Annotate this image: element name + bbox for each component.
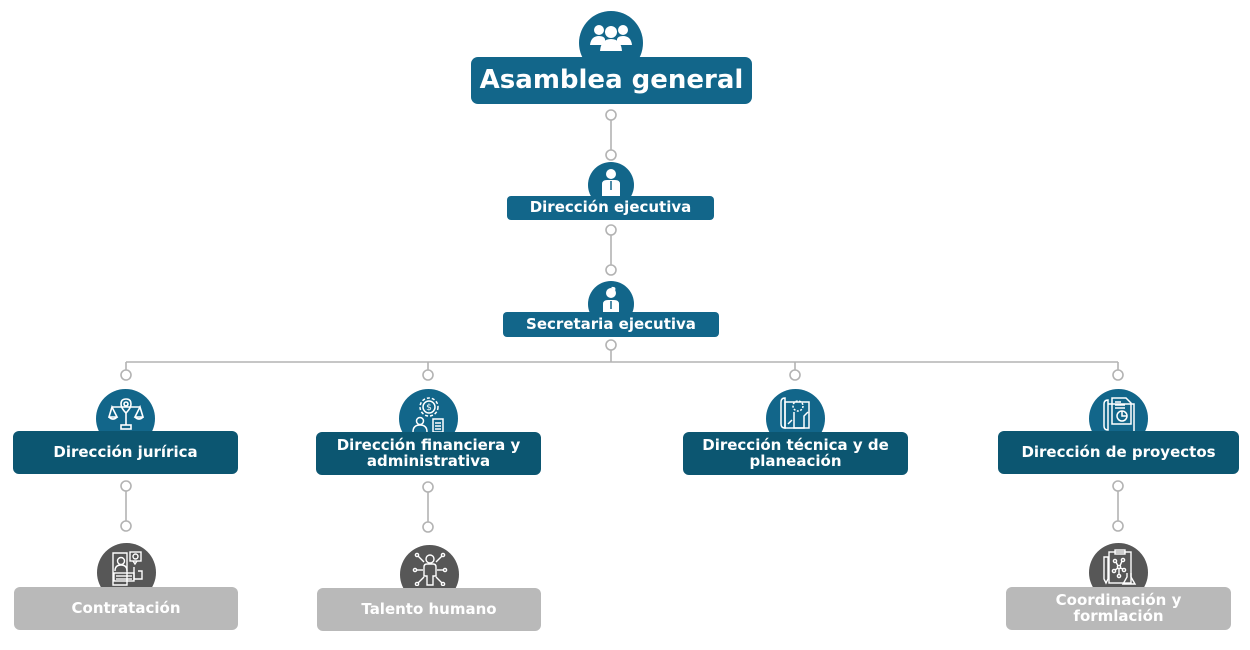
connector-node xyxy=(120,520,132,532)
secretary-woman-icon xyxy=(603,286,619,315)
node-label: Contratación xyxy=(71,598,181,617)
legal-scales-icon xyxy=(107,398,144,430)
connector-node xyxy=(605,339,617,351)
node-label: Asamblea general xyxy=(479,64,744,95)
project-document-chart-icon xyxy=(1102,397,1135,433)
connector-node xyxy=(120,369,132,381)
connector-node xyxy=(605,264,617,276)
node-label: Coordinación y formlación xyxy=(1055,590,1182,625)
node-label: Dirección jurírica xyxy=(53,442,198,461)
connector-node xyxy=(422,481,434,493)
technical-planning-icon xyxy=(779,397,810,429)
executive-person-icon xyxy=(602,169,620,196)
node-asamblea-general[interactable]: Asamblea general xyxy=(471,57,752,104)
group-people-icon xyxy=(590,25,632,51)
human-talent-network-icon xyxy=(412,552,447,586)
node-label: Dirección técnica y de planeación xyxy=(702,435,889,470)
connector-node xyxy=(605,224,617,236)
finance-gear-dollar-icon: $ xyxy=(411,397,444,433)
node-contratacion[interactable]: Contratación xyxy=(14,587,238,630)
svg-text:$: $ xyxy=(426,403,432,413)
node-label: Dirección de proyectos xyxy=(1021,442,1216,461)
connector-node xyxy=(605,149,617,161)
node-direccion-ejecutiva[interactable]: Dirección ejecutiva xyxy=(507,196,714,220)
contract-signing-icon xyxy=(111,551,143,586)
clipboard-molecule-flask-icon xyxy=(1102,549,1136,585)
node-coordinacion-formacion[interactable]: Coordinación y formlación xyxy=(1006,587,1231,630)
node-label: Dirección financiera y administrativa xyxy=(336,435,521,470)
connector-node xyxy=(1112,369,1124,381)
connector-node xyxy=(1112,520,1124,532)
connector-node xyxy=(422,369,434,381)
connector-node xyxy=(789,369,801,381)
node-direccion-juridica[interactable]: Dirección jurírica xyxy=(13,431,238,474)
connector-node xyxy=(120,480,132,492)
node-label: Talento humano xyxy=(361,599,497,618)
connector-node xyxy=(1112,480,1124,492)
node-label: Dirección ejecutiva xyxy=(529,198,692,217)
node-direccion-tecnica[interactable]: Dirección técnica y de planeación xyxy=(683,432,908,475)
node-label: Secretaria ejecutiva xyxy=(526,314,696,333)
node-direccion-financiera[interactable]: Dirección financiera y administrativa xyxy=(316,432,541,475)
node-talento-humano[interactable]: Talento humano xyxy=(317,588,541,631)
node-direccion-proyectos[interactable]: Dirección de proyectos xyxy=(998,431,1239,474)
connector-node xyxy=(605,109,617,121)
connector-node xyxy=(422,521,434,533)
node-secretaria-ejecutiva[interactable]: Secretaria ejecutiva xyxy=(503,312,719,337)
